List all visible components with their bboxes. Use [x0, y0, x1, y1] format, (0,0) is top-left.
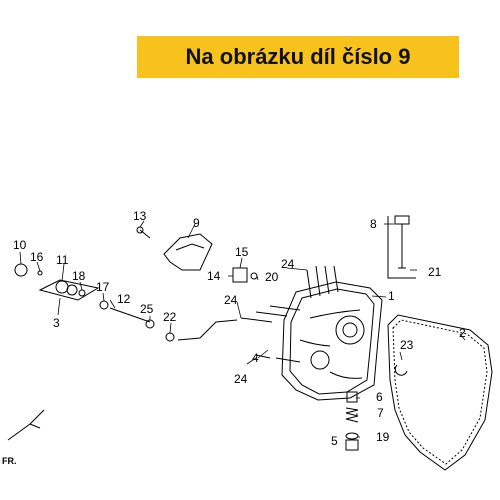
crankcase-cover	[281, 281, 383, 401]
part-17-washer	[99, 300, 109, 310]
callout-17: 17	[96, 280, 110, 294]
callout-24b: 24	[224, 293, 238, 307]
part-number-banner: Na obrázku díl číslo 9	[137, 36, 459, 78]
callout-9: 9	[193, 216, 200, 230]
callout-15: 15	[235, 245, 249, 259]
dipstick-cap	[394, 215, 410, 225]
part-25-nut	[145, 319, 155, 329]
callout-8: 8	[370, 217, 377, 231]
callout-10: 10	[13, 238, 27, 252]
callout-22: 22	[163, 310, 177, 324]
part-12-shaft	[109, 307, 151, 323]
part-6	[346, 391, 358, 403]
callout-4: 4	[252, 351, 259, 365]
callout-14: 14	[207, 269, 221, 283]
callout-11: 11	[56, 253, 69, 267]
part-19	[345, 432, 359, 440]
crankcase-cover-rim	[289, 288, 375, 395]
callout-23: 23	[400, 338, 414, 352]
callout-12: 12	[117, 292, 131, 306]
o-ring-22	[165, 332, 175, 342]
part-3-plate	[38, 279, 100, 301]
dipstick-frame	[387, 216, 416, 279]
gasket-inner-outline	[392, 319, 488, 465]
callout-13: 13	[133, 209, 147, 223]
callout-25: 25	[140, 302, 154, 316]
front-direction-arrow	[7, 409, 45, 441]
part-20	[250, 272, 258, 280]
callout-7: 7	[377, 406, 384, 420]
callout-16: 16	[30, 250, 44, 264]
bolts-24-lower	[255, 354, 301, 363]
crankcase-boss-1	[335, 315, 365, 345]
circlip-23	[394, 364, 408, 376]
gasket-outline	[387, 314, 493, 471]
callout-19: 19	[376, 430, 390, 444]
callout-2: 2	[459, 326, 466, 340]
part-14	[232, 267, 248, 283]
crankcase-boss-3	[310, 350, 330, 370]
part-11-bearing	[55, 280, 69, 294]
spring-7	[345, 407, 359, 423]
bracket-9	[163, 233, 213, 271]
callout-20: 20	[265, 270, 279, 284]
crankcase-rib-3	[329, 371, 363, 379]
part-18-seal	[78, 289, 86, 297]
pipe-22	[177, 319, 238, 341]
callout-6: 6	[376, 390, 383, 404]
part-16-washer	[37, 270, 43, 276]
bolt-13	[139, 229, 151, 239]
bracket-9-inner	[175, 243, 205, 251]
callout-5: 5	[331, 434, 338, 448]
part-10-nut	[14, 263, 28, 277]
callout-24c: 24	[234, 372, 248, 386]
callout-1: 1	[388, 289, 395, 303]
front-direction-label: FR.	[2, 456, 17, 466]
crankcase-rib-2	[299, 339, 331, 347]
bolts-24-top	[306, 265, 339, 299]
bolts-24-middle	[240, 305, 301, 323]
callout-18: 18	[72, 269, 86, 283]
callout-21: 21	[428, 265, 442, 279]
callout-24a: 24	[281, 257, 295, 271]
callout-3: 3	[53, 316, 60, 330]
crankcase-rib	[309, 309, 361, 319]
part-5	[345, 439, 359, 451]
part-11-bearing-2	[66, 284, 78, 296]
crankcase-boss-2	[342, 322, 358, 338]
leader-lines	[19, 220, 466, 441]
